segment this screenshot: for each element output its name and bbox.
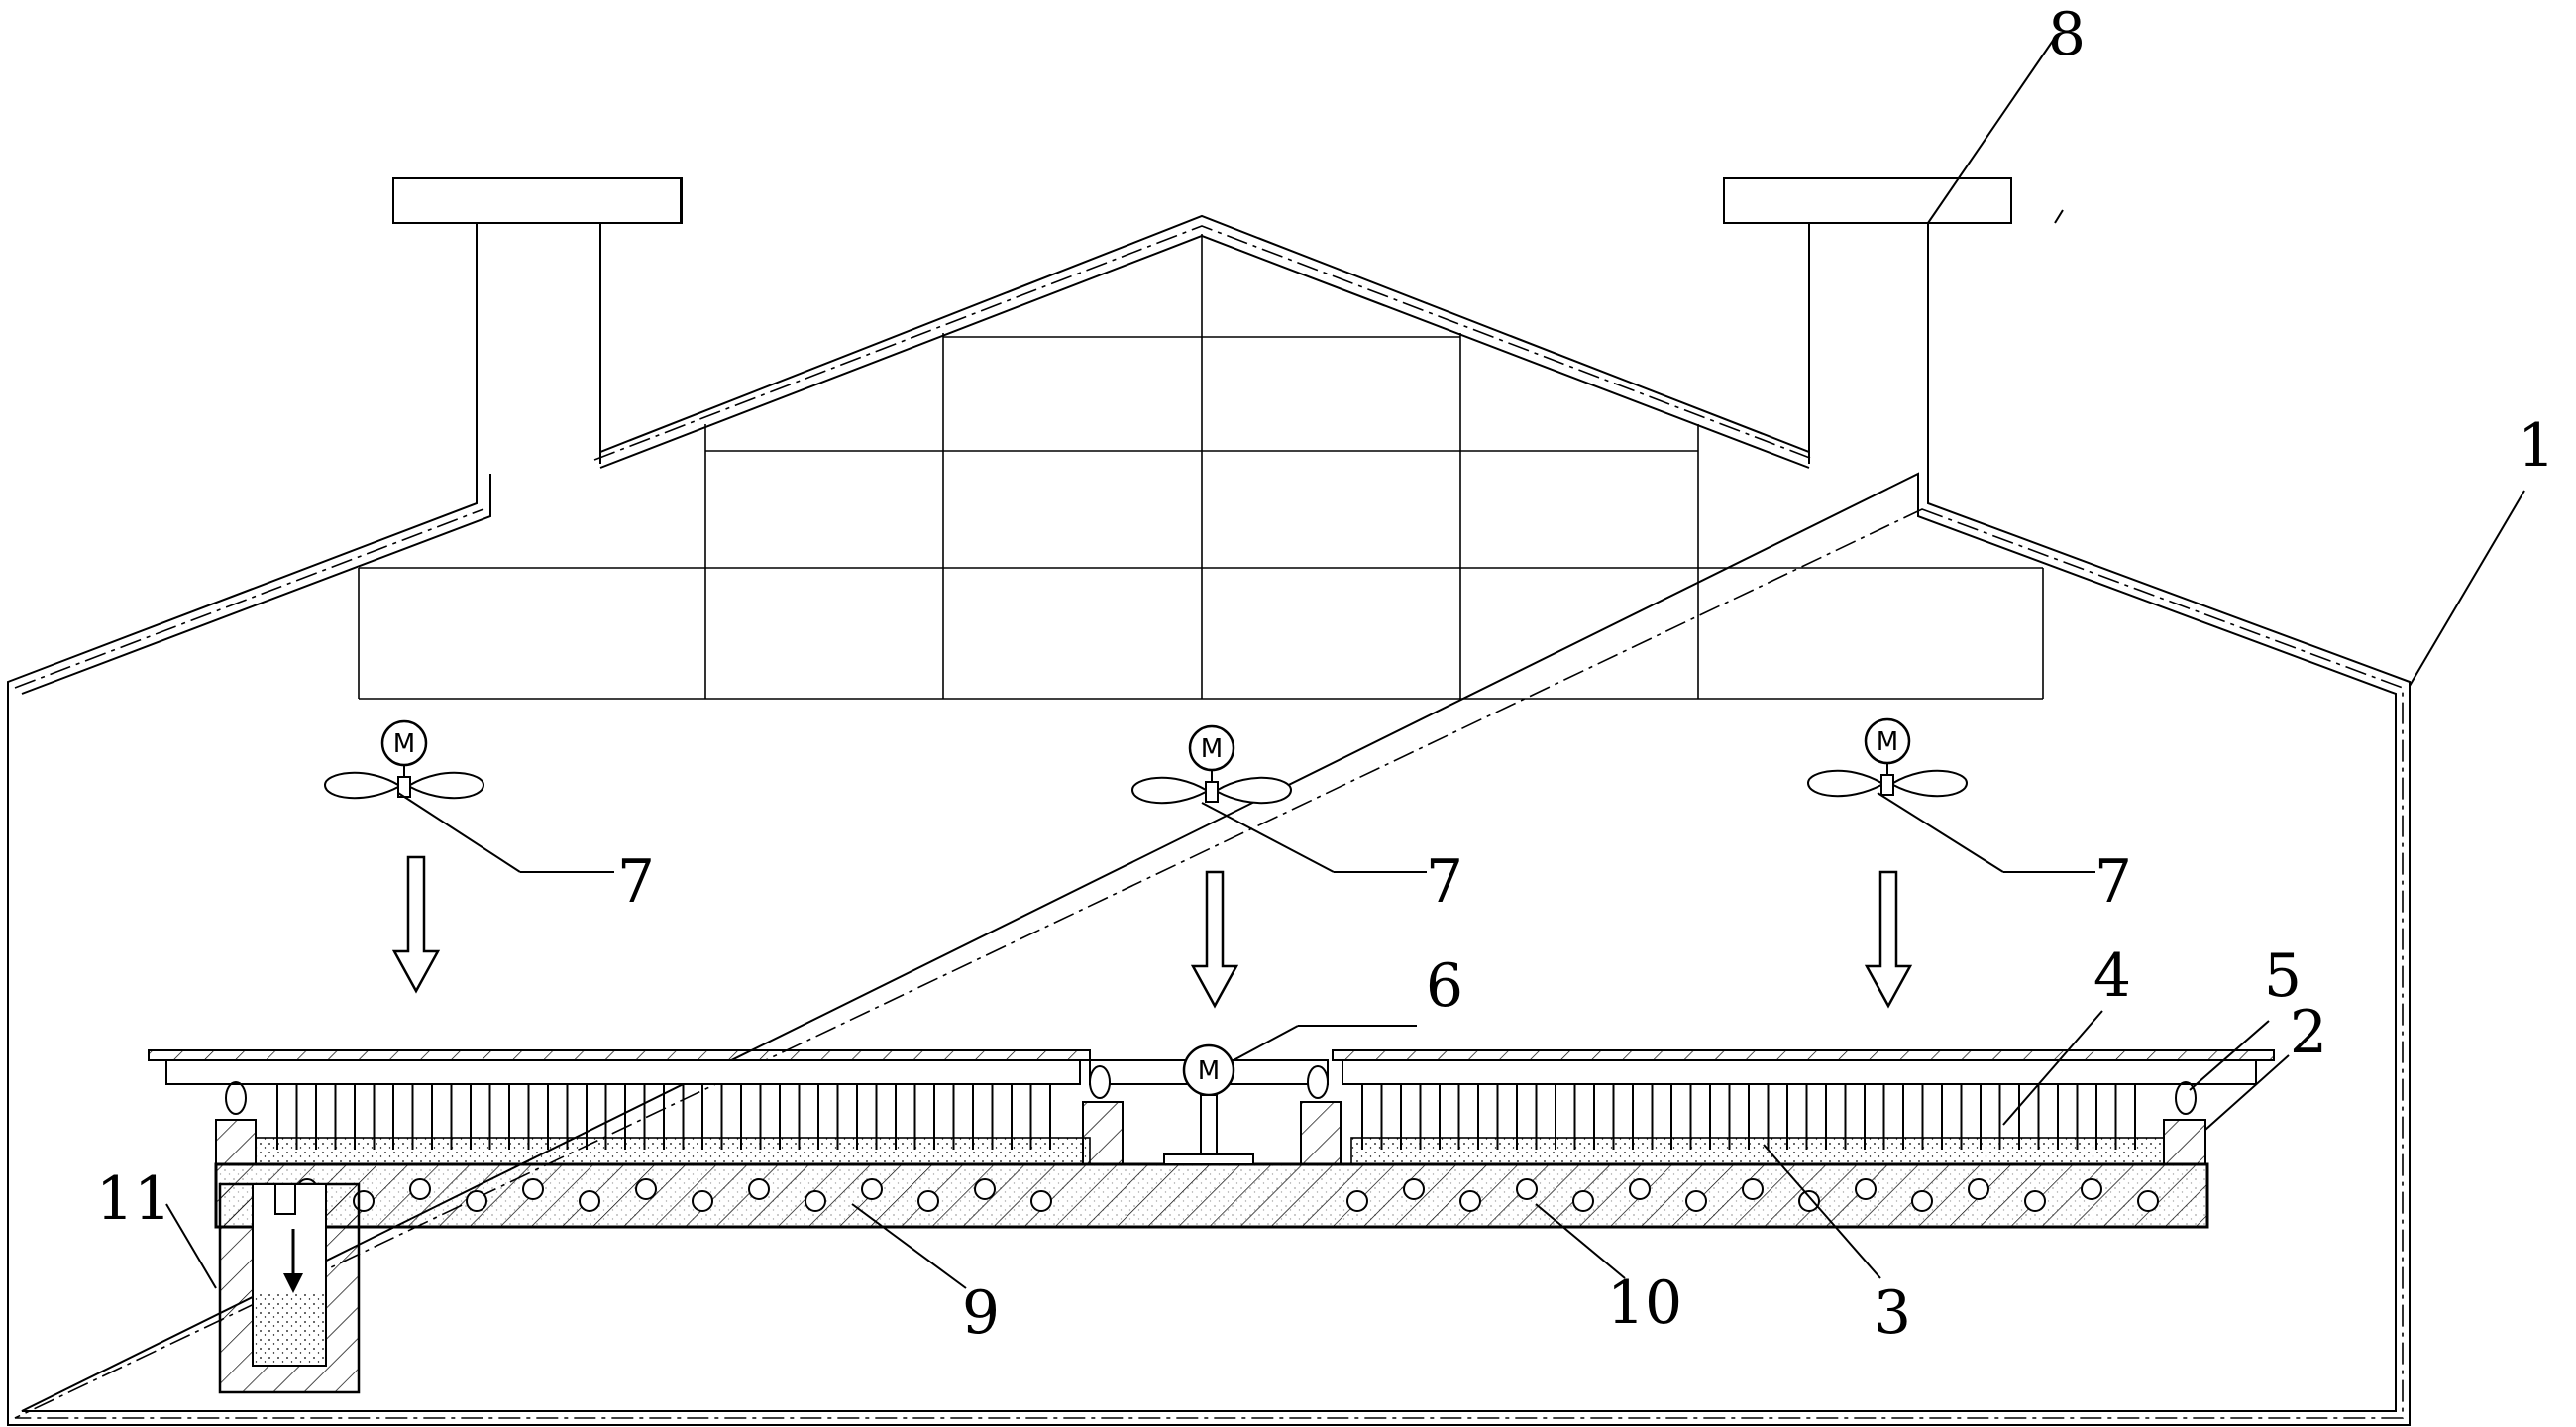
side-wall-right	[2163, 1119, 2206, 1165]
center-motor-assembly: M	[1089, 1043, 1329, 1165]
pipe	[1685, 1190, 1707, 1212]
label-7-right: 7	[2094, 847, 2132, 917]
label-6: 6	[1426, 951, 1463, 1021]
label-2: 2	[2290, 998, 2327, 1067]
part-labels: 1 8 7 7 7 6 4 5 2 11 9 10 3	[96, 0, 2555, 1348]
center-wall-right	[1300, 1101, 1342, 1165]
down-arrow-2	[1190, 870, 1239, 1009]
tine-rows	[276, 1084, 2136, 1150]
material-layer-right	[1350, 1137, 2165, 1165]
pipe	[2081, 1178, 2102, 1200]
collection-pit	[218, 1182, 361, 1394]
material-layer-left	[255, 1137, 1091, 1165]
fan-hub	[1880, 774, 1894, 796]
fan-1: M	[323, 719, 485, 800]
pipe	[974, 1178, 996, 1200]
label-11: 11	[96, 1164, 171, 1234]
pipe	[748, 1178, 770, 1200]
label-7-center: 7	[1426, 847, 1463, 917]
pipe	[917, 1190, 939, 1212]
fan-motor-label: M	[1201, 734, 1223, 764]
fan-motor-label: M	[393, 729, 415, 759]
side-wall-left	[215, 1119, 257, 1165]
fan-blade-right	[1892, 769, 1969, 798]
pipe	[409, 1178, 431, 1200]
fan-blade-right	[409, 771, 485, 800]
center-wall-left	[1082, 1101, 1124, 1165]
heating-pipes	[296, 1178, 2159, 1212]
pipe	[1516, 1178, 1538, 1200]
leader-lines	[165, 34, 2525, 1289]
fan-hub	[1205, 781, 1219, 803]
fan-blade-left	[1806, 769, 1882, 798]
label-1: 1	[2518, 411, 2555, 481]
pipe	[1968, 1178, 1989, 1200]
fan-blade-left	[1130, 776, 1207, 805]
label-5: 5	[2264, 941, 2302, 1011]
label-8: 8	[2048, 0, 2086, 69]
pipe	[1459, 1190, 1481, 1212]
down-arrow-1	[391, 855, 441, 994]
label-10: 10	[1607, 1268, 1682, 1338]
chimney-right	[1723, 177, 2012, 503]
pipe	[1798, 1190, 1820, 1212]
pipe	[579, 1190, 600, 1212]
pipe	[1629, 1178, 1651, 1200]
down-arrow-3	[1864, 870, 1913, 1009]
pipe	[1911, 1190, 1933, 1212]
pipe	[861, 1178, 883, 1200]
label-7-left: 7	[617, 847, 655, 917]
pipe	[805, 1190, 826, 1212]
fan-2: M	[1130, 724, 1293, 805]
label-3: 3	[1874, 1278, 1911, 1348]
pipe	[1855, 1178, 1877, 1200]
pipe	[1030, 1190, 1052, 1212]
pipe	[466, 1190, 487, 1212]
roller-left	[224, 1081, 248, 1115]
pipe	[1346, 1190, 1368, 1212]
pipe	[1572, 1190, 1594, 1212]
airflow-arrows	[391, 855, 1913, 1009]
pipe	[635, 1178, 657, 1200]
fan-3: M	[1806, 717, 1969, 798]
chimney-left	[392, 177, 682, 503]
pipe	[522, 1178, 544, 1200]
roof-grid	[358, 234, 2044, 700]
pipe	[1403, 1178, 1425, 1200]
pipe	[1742, 1178, 1764, 1200]
fan-motor-label: M	[1877, 727, 1898, 757]
fan-blade-left	[323, 771, 399, 800]
pipe	[2137, 1190, 2159, 1212]
fan-blade-right	[1217, 776, 1293, 805]
label-9: 9	[962, 1278, 1000, 1348]
svg-text:M: M	[1198, 1056, 1220, 1086]
rake-left	[148, 1049, 1091, 1085]
pipe	[2024, 1190, 2046, 1212]
pipe	[692, 1190, 713, 1212]
rake-right	[1332, 1049, 2275, 1085]
label-4: 4	[2093, 941, 2131, 1011]
floor-slab	[214, 1162, 2209, 1229]
